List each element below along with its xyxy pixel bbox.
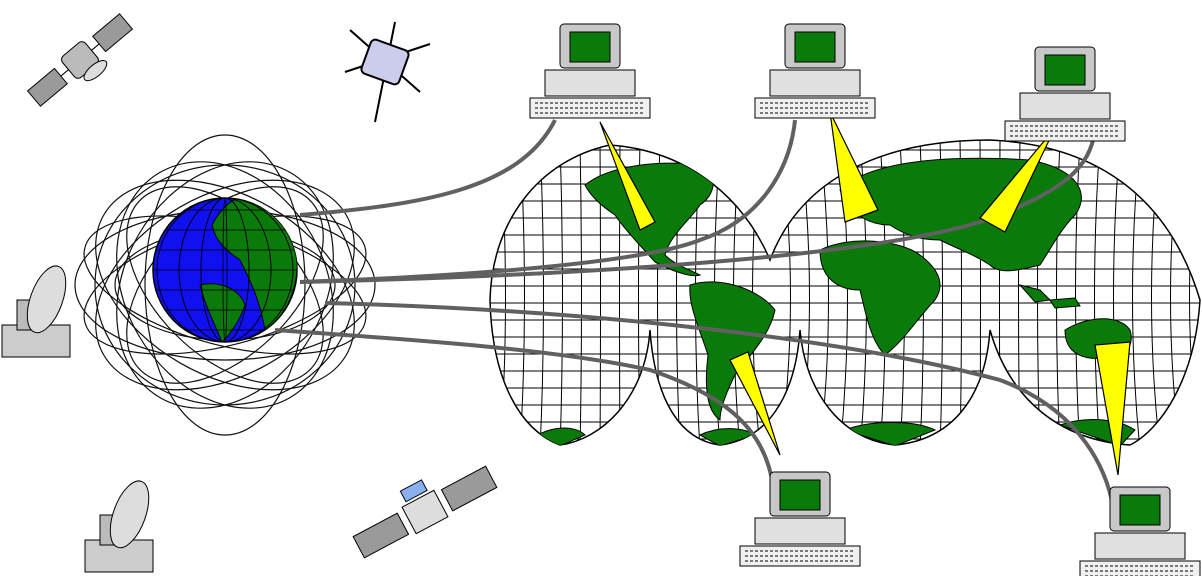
monitor-screen: [779, 479, 821, 511]
computer-case: [544, 69, 636, 97]
orbit-ring: [95, 179, 355, 391]
beam-2: [829, 111, 879, 223]
monitor-screen: [794, 31, 836, 63]
cable-to-computer-5: [324, 301, 1117, 521]
computer-4: [739, 471, 861, 567]
globe-land-south-america: [199, 283, 246, 342]
satellite-2: [344, 21, 431, 123]
map-meridian: [1094, 140, 1101, 445]
map-meridian: [1075, 140, 1081, 445]
computer-2: [754, 23, 876, 119]
monitor-screen: [569, 31, 611, 63]
beam-3: [979, 127, 1056, 233]
network-cables: [274, 119, 1117, 521]
orbit-ring: [116, 161, 334, 409]
antarctica: [528, 419, 1136, 445]
globe-meridian: [178, 198, 272, 342]
keyboard: [1079, 560, 1201, 576]
ground-station-dish-1: [1, 265, 71, 358]
south-america: [689, 281, 776, 421]
globe-meridian: [200, 198, 250, 342]
monitor-screen: [1044, 54, 1086, 86]
africa: [819, 240, 941, 356]
computer-case: [754, 517, 846, 545]
orbit-ring: [144, 134, 306, 436]
satellite-3: [352, 465, 498, 559]
monitor-screen: [1119, 494, 1161, 526]
beam-5: [1094, 341, 1131, 476]
earth-globe: [152, 197, 298, 343]
orbit-ring: [95, 179, 355, 391]
computer-3: [1004, 46, 1126, 142]
satellite-1: [26, 13, 134, 107]
globe-meridian: [156, 198, 294, 342]
cable-to-computer-3: [299, 129, 1097, 284]
signal-beams: [599, 111, 1131, 476]
computer-5: [1079, 486, 1201, 576]
cable-to-computer-4: [274, 328, 777, 501]
computer-1: [529, 23, 651, 119]
beam-1: [599, 121, 656, 231]
computer-case: [1019, 92, 1111, 120]
map-meridian: [579, 140, 582, 445]
orbit-ring: [116, 161, 334, 409]
beam-4: [729, 351, 781, 456]
cable-to-computer-1: [299, 119, 557, 217]
map-meridian: [559, 140, 563, 445]
map-meridian: [539, 140, 544, 445]
computer-case: [769, 69, 861, 97]
ground-station-dish-2: [84, 480, 154, 573]
indonesia: [1018, 284, 1081, 309]
cable-to-computer-2: [299, 119, 797, 284]
computer-case: [1094, 532, 1186, 560]
